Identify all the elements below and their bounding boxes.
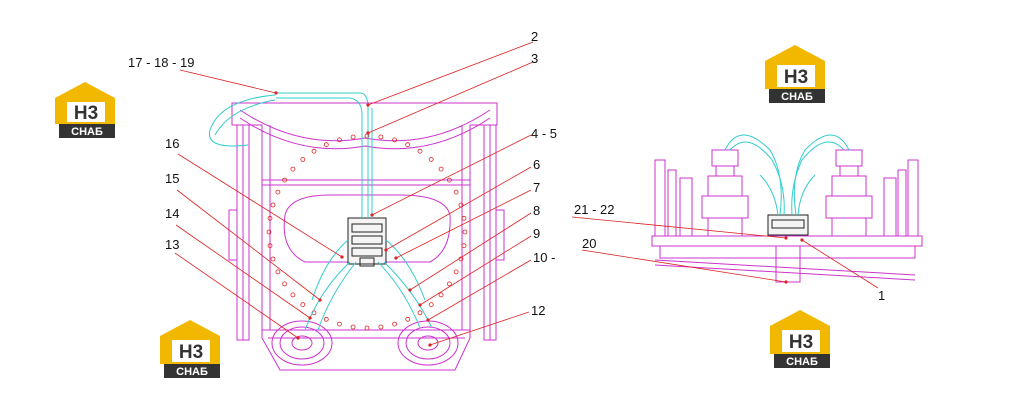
bolt-hole [378,134,384,140]
logo-top-left: H3 CHAБ [55,82,115,138]
bolt-hole [336,321,342,327]
callout-label: 8 [533,203,540,218]
bolt-hole [300,302,306,308]
callout-label: 17 - 18 - 19 [128,55,195,70]
leader-lines [174,41,879,346]
bolt-hole [392,321,398,327]
callout-labels: 2 3 17 - 18 - 19 4 - 5 6 7 8 9 10 - 12 1… [128,29,885,318]
bolt-hole [417,148,423,154]
logo-bottom-right: H3 CHAБ [770,310,830,368]
bolt-hole [446,281,452,287]
bolt-hole [266,229,272,235]
logo-word: CHAБ [71,126,103,138]
bolt-hole [323,316,329,322]
bolt-hole [350,324,356,330]
bolt-hole [428,302,434,308]
bolt-hole [336,137,342,143]
bolt-hole [323,142,329,148]
callout-label: 21 - 22 [574,202,614,217]
callout-label: 9 [533,226,540,241]
bolt-hole [405,316,411,322]
logo-mark: H3 [784,67,808,88]
bolt-hole [350,134,356,140]
logo-mark: H3 [74,103,98,124]
bolt-hole [378,324,384,330]
callout-label: 15 [165,171,179,186]
bolt-hole [461,243,467,249]
bolt-hole [392,137,398,143]
bolt-hole [282,177,288,183]
logo-word: CHAБ [786,356,818,368]
bolt-hole [446,177,452,183]
bolt-hole [453,189,459,195]
bolt-hole [428,156,434,162]
callout-label: 6 [533,157,540,172]
logo-mark: H3 [179,342,203,363]
bolt-hole [438,166,444,172]
bolt-hole [461,215,467,221]
bolt-hole [453,269,459,275]
bolt-hole [267,215,273,221]
leader-dots [274,91,804,347]
hoses-top-view [209,92,433,331]
bolt-hole [300,156,306,162]
logo-top-right: H3 CHAБ [765,45,825,103]
bolt-circle [266,133,468,331]
frame-side-view [651,149,923,283]
callout-label: 20 [582,236,596,251]
callout-label: 2 [531,29,538,44]
bolt-hole [282,281,288,287]
bolt-hole [275,189,281,195]
bolt-hole [405,142,411,148]
bolt-hole [462,229,468,235]
hoses-side-view [724,134,850,216]
callout-label: 14 [165,206,179,221]
callout-label: 16 [165,136,179,151]
logo-word: CHAБ [176,366,208,378]
callout-label: 10 - [533,250,555,265]
bolt-hole [364,325,370,331]
bolt-hole [438,292,444,298]
callout-label: 4 - 5 [531,126,557,141]
bolt-hole [275,269,281,275]
callout-label: 1 [878,288,885,303]
logo-bottom-left: H3 CHAБ [160,320,220,378]
frame-top-view [228,102,505,371]
callout-label: 7 [533,180,540,195]
callout-label: 3 [531,51,538,66]
bolt-hole [311,148,317,154]
logo-mark: H3 [789,332,813,353]
bolt-hole [290,292,296,298]
callout-label: 13 [165,237,179,252]
bolt-hole [417,310,423,316]
bolt-hole [270,202,276,208]
bolt-hole [267,243,273,249]
bolt-hole [270,256,276,262]
callout-label: 12 [531,303,545,318]
bolt-hole [290,166,296,172]
logo-word: CHAБ [781,91,813,103]
